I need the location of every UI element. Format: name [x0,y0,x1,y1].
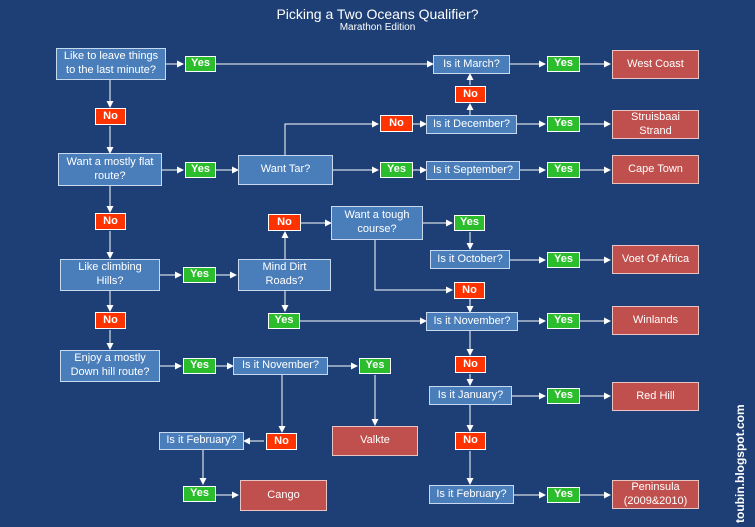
no-label: No [455,356,486,373]
connector [284,120,379,157]
destination-peninsula: Peninsula (2009&2010) [612,480,699,509]
question-is-september: Is it September? [426,161,520,180]
yes-label: Yes [454,215,485,231]
question-last-minute: Like to leave things to the last minute? [56,48,166,80]
yes-label: Yes [183,267,216,283]
no-label: No [95,213,126,230]
chart-subtitle: Marathon Edition [339,22,416,33]
question-flat-route: Want a mostly flat route? [58,153,162,186]
yes-label: Yes [183,486,216,502]
question-is-december: Is it December? [426,115,517,134]
chart-title: Picking a Two Oceans Qualifier? [276,6,479,22]
question-is-january: Is it January? [429,386,512,405]
question-is-february-left: Is it February? [159,432,244,450]
question-is-november-right: Is it November? [426,312,518,331]
question-is-march: Is it March? [433,55,510,74]
destination-west-coast: West Coast [612,50,699,79]
destination-struisbaai-strand: Struisbaai Strand [612,110,699,139]
yes-label: Yes [547,56,580,72]
no-label: No [268,214,301,231]
destination-cango: Cango [240,480,327,511]
yes-label: Yes [359,358,391,374]
yes-label: Yes [185,56,216,72]
yes-label: Yes [547,162,580,178]
site-watermark: toubin.blogspot.com [733,404,747,523]
destination-voet-of-africa: Voet Of Africa [612,245,699,274]
destination-red-hill: Red Hill [612,382,699,411]
question-is-october: Is it October? [430,250,510,269]
yes-label: Yes [547,487,580,503]
yes-label: Yes [183,358,216,374]
question-mind-dirt-roads: Mind Dirt Roads? [238,259,331,291]
yes-label: Yes [380,162,413,178]
no-label: No [455,432,486,450]
no-label: No [454,282,485,299]
no-label: No [266,433,297,450]
no-label: No [95,108,126,125]
yes-label: Yes [547,252,580,268]
yes-label: Yes [547,388,580,404]
yes-label: Yes [185,162,216,178]
question-want-tar: Want Tar? [238,155,333,185]
yes-label: Yes [268,313,300,329]
yes-label: Yes [547,313,580,329]
question-climbing-hills: Like climbing Hills? [60,259,160,291]
no-label: No [455,86,486,103]
no-label: No [95,312,126,329]
destination-valkte: Valkte [332,426,418,456]
question-downhill: Enjoy a mostly Down hill route? [60,350,160,382]
no-label: No [380,115,413,132]
destination-winlands: Winlands [612,306,699,335]
connector [374,240,453,294]
yes-label: Yes [547,116,580,132]
destination-cape-town: Cape Town [612,155,699,184]
question-tough-course: Want a tough course? [331,206,423,240]
question-is-february-right: Is it February? [429,485,514,504]
question-is-november-left: Is it November? [233,357,328,375]
